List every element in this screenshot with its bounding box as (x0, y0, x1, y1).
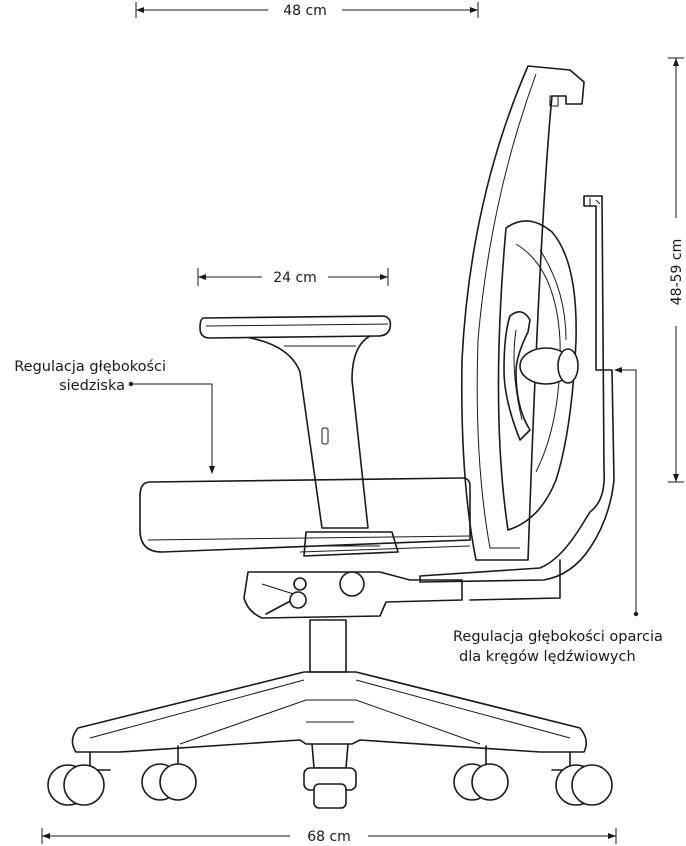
caster-right-mid (453, 745, 509, 801)
seat-cushion (139, 477, 471, 553)
seat-width-label: 48 cm (283, 3, 327, 19)
caster-center (303, 743, 357, 809)
lumbar-depth-annotation: Regulacja głębokości oparcia dla kręgów … (453, 367, 663, 665)
seat-width-dimension: 48 cm (135, 2, 479, 19)
armrest-stem (249, 335, 371, 529)
caster-left-mid (141, 745, 197, 801)
backrest-frame (460, 65, 585, 561)
chair-illustration (47, 65, 615, 809)
base-width-dimension: 68 cm (41, 828, 617, 845)
gas-lift (309, 619, 347, 673)
armrest-length-dimension: 24 cm (197, 268, 389, 286)
star-base (71, 671, 588, 753)
lumbar-pad (503, 311, 531, 441)
caster-left (47, 751, 111, 806)
seat-mechanism (243, 571, 463, 619)
seat-depth-annotation: Regulacja głębokości siedziska (14, 359, 215, 474)
lumbar-depth-label-line1: Regulacja głębokości oparcia (453, 629, 663, 645)
backrest-bracket (419, 195, 615, 583)
armrest-length-label: 24 cm (273, 270, 317, 286)
lumbar-depth-label-line2: dla kręgów lędźwiowych (459, 649, 636, 665)
seat-depth-label-line1: Regulacja głębokości (14, 359, 166, 375)
seat-depth-label-line2: siedziska (59, 378, 125, 394)
base-width-label: 68 cm (307, 829, 351, 845)
caster-right (551, 751, 613, 806)
backrest-height-label: 48-59 cm (669, 239, 685, 305)
backrest-height-dimension: 48-59 cm (668, 57, 685, 483)
armrest-pad (199, 315, 392, 339)
